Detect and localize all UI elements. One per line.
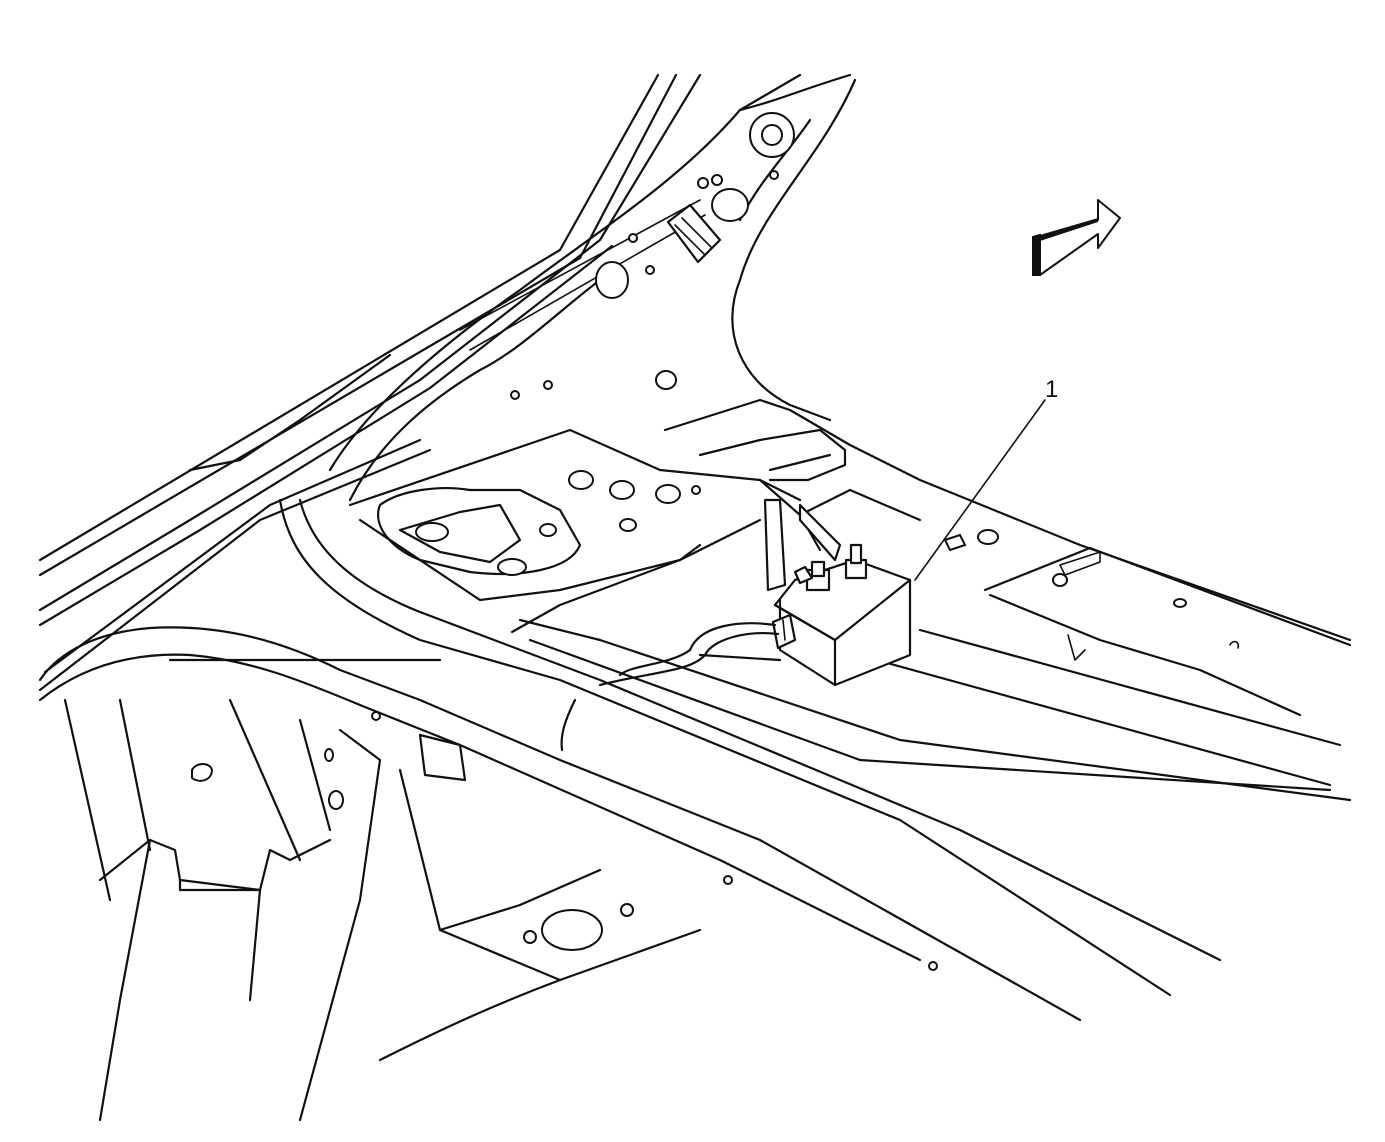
floor-panel bbox=[348, 428, 802, 602]
inner-pillar-panel bbox=[328, 73, 857, 502]
electronic-module bbox=[763, 498, 912, 687]
direction-arrow-icon bbox=[1032, 199, 1121, 276]
foreground-rocker bbox=[38, 498, 1222, 1022]
left-sill-rails bbox=[38, 73, 702, 692]
callout-1: 1 bbox=[914, 376, 1058, 581]
wiring-harness bbox=[560, 622, 782, 752]
pillar-holes bbox=[510, 112, 795, 400]
mounting-plate bbox=[663, 398, 1352, 661]
callout-label-1: 1 bbox=[1045, 376, 1058, 403]
lower-left-structure bbox=[63, 698, 382, 1122]
rear-rail bbox=[510, 543, 1352, 802]
lower-floor-pan bbox=[378, 768, 702, 1062]
